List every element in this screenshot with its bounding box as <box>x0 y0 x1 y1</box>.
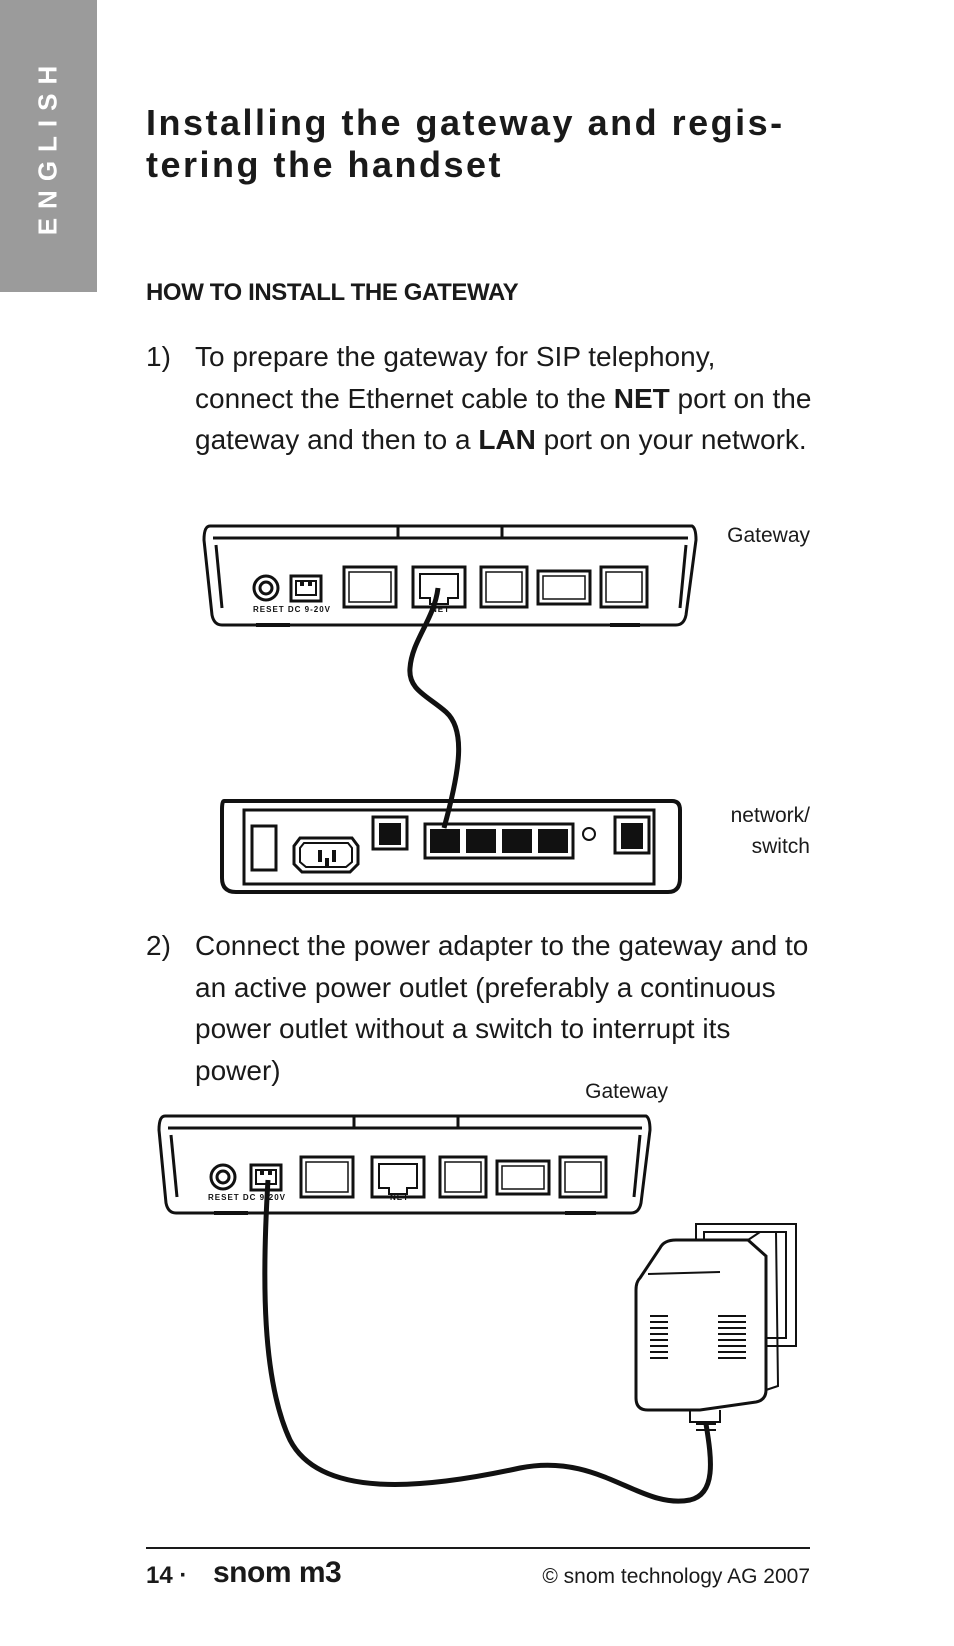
reset-dc-port-label-2: RESET DC 9-20V <box>208 1193 286 1202</box>
footer-divider <box>146 1547 810 1549</box>
step-2-number: 2) <box>146 930 171 961</box>
step-2-text: Connect the power adapter to the gateway… <box>195 930 809 1086</box>
gateway-label: Gateway <box>727 524 810 547</box>
step-1-text: To prepare the gateway for SIP telephony… <box>195 341 812 455</box>
language-side-tab: ENGLISH <box>0 0 97 292</box>
page-title: Installing the gateway and regis-tering … <box>146 102 785 185</box>
section-heading: HOW TO INSTALL THE GATEWAY <box>146 279 519 306</box>
brand-logo: snom m3 <box>213 1556 342 1589</box>
net-port-label-2: NET <box>390 1193 409 1202</box>
network-switch-label: network/ switch <box>730 804 810 858</box>
gateway-label-2: Gateway <box>585 1080 668 1103</box>
net-port-label: NET <box>431 605 450 614</box>
page-number: 14 · <box>146 1562 188 1589</box>
copyright-text: © snom technology AG 2007 <box>542 1565 810 1588</box>
step-1-number: 1) <box>146 341 171 372</box>
gateway-to-switch-figure: RESET DC 9-20V NET <box>202 524 698 894</box>
reset-dc-port-label: RESET DC 9-20V <box>253 605 331 614</box>
